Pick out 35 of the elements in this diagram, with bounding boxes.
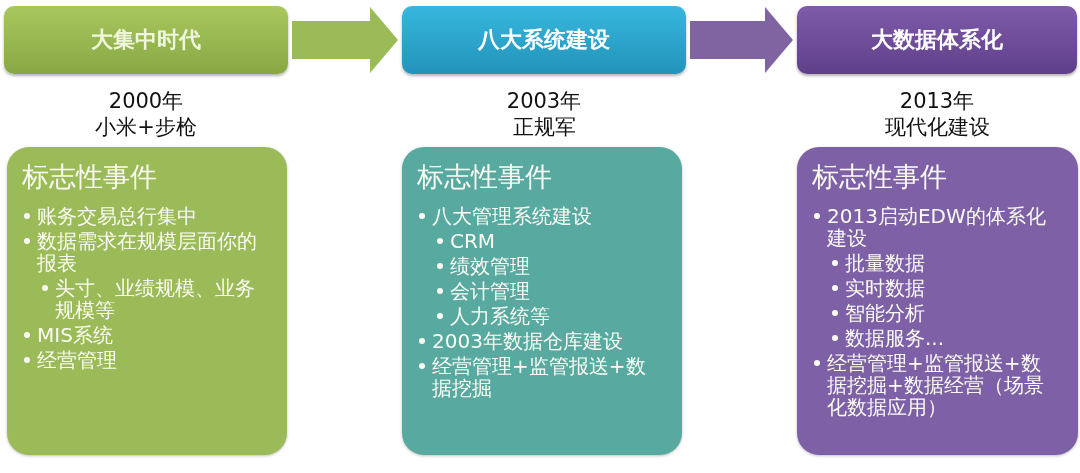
caption-text: 正规军 bbox=[512, 114, 576, 140]
list-item: 绩效管理 bbox=[450, 255, 530, 277]
caption-text: 2000年 bbox=[108, 88, 184, 114]
stage-header: 大集中时代 bbox=[4, 6, 288, 74]
list-item: 经营管理+监管报送+数据挖掘+数据经营（场景化数据应用） bbox=[827, 352, 1045, 418]
list-item: 账务交易总行集中 bbox=[37, 205, 197, 227]
panel-heading: 标志性事件 bbox=[812, 161, 947, 193]
event-panel bbox=[7, 147, 287, 455]
block-arrow bbox=[292, 7, 398, 73]
list-item: 数据需求在规模层面你的报表 bbox=[37, 230, 258, 274]
list-item: CRM bbox=[450, 230, 496, 252]
block-arrow bbox=[690, 7, 793, 73]
caption-text: 2013年 bbox=[899, 88, 975, 114]
panel-heading: 标志性事件 bbox=[22, 161, 157, 193]
stage-header: 大数据体系化 bbox=[797, 6, 1077, 74]
event-panel bbox=[797, 147, 1078, 455]
caption-text: 2003年 bbox=[506, 88, 582, 114]
list-item: 2013启动EDW的体系化建设 bbox=[827, 205, 1047, 249]
panel-heading: 标志性事件 bbox=[417, 161, 552, 193]
list-item: MIS系统 bbox=[37, 324, 113, 346]
list-item: 批量数据 bbox=[845, 252, 925, 274]
list-item: 人力系统等 bbox=[450, 305, 550, 327]
list-item: 头寸、业绩规模、业务规模等 bbox=[55, 277, 256, 321]
list-item: 2003年数据仓库建设 bbox=[432, 330, 623, 352]
list-item: 经营管理+监管报送+数据挖掘 bbox=[432, 355, 647, 399]
list-item: 八大管理系统建设 bbox=[432, 205, 592, 227]
list-item: 数据服务... bbox=[845, 327, 945, 349]
list-item: 会计管理 bbox=[450, 280, 530, 302]
caption-text: 现代化建设 bbox=[884, 114, 990, 140]
event-panel bbox=[402, 147, 682, 455]
caption-text: 小米+步枪 bbox=[95, 114, 197, 140]
list-item: 智能分析 bbox=[845, 302, 925, 324]
list-item: 经营管理 bbox=[37, 349, 117, 371]
stage-header: 八大系统建设 bbox=[402, 6, 686, 74]
list-item: 实时数据 bbox=[845, 277, 925, 299]
